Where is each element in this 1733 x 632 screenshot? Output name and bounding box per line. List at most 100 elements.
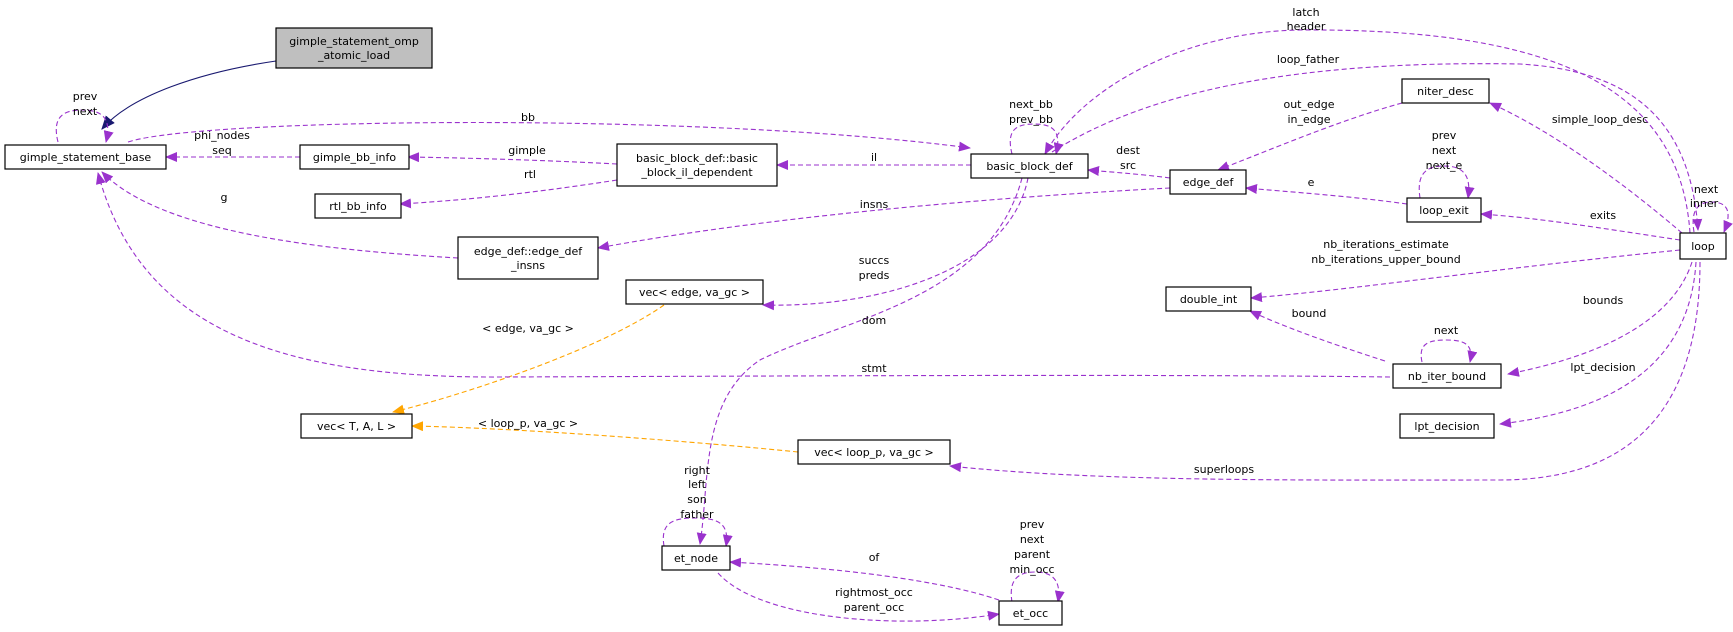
edge-loop-bbd-lh: latch header bbox=[1044, 6, 1691, 234]
edge-line bbox=[1418, 165, 1475, 199]
edge-label: phi_nodes bbox=[194, 129, 250, 142]
class-node-gimple-statement-base[interactable]: gimple_statement_base bbox=[4, 144, 167, 170]
edge-label: bb bbox=[521, 111, 535, 124]
edge-gbb-gsb: phi_nodes seq bbox=[165, 129, 300, 162]
edge-line bbox=[597, 187, 1171, 251]
class-node-label: lpt_decision bbox=[1414, 420, 1479, 433]
edge-etnode-self: right left son father bbox=[662, 464, 733, 547]
edge-line bbox=[127, 121, 971, 152]
edge-bbd-vecedge: succs preds bbox=[762, 177, 1029, 311]
edge-line bbox=[1250, 249, 1681, 303]
class-node-loop[interactable]: loop bbox=[1679, 232, 1727, 260]
class-node-label: basic_block_def bbox=[986, 160, 1073, 173]
class-node-rtl-bb-info[interactable]: rtl_bb_info bbox=[314, 193, 402, 219]
edge-label: g bbox=[221, 191, 228, 204]
edge-loop-loopexit: exits bbox=[1480, 209, 1681, 241]
edge-line bbox=[1489, 102, 1683, 234]
edge-line bbox=[762, 177, 1029, 311]
edge-label: exits bbox=[1590, 209, 1616, 222]
class-node-focus[interactable]: gimple_statement_omp_atomic_load bbox=[275, 27, 433, 69]
class-node-double-int[interactable]: double_int bbox=[1165, 286, 1252, 312]
edge-label: loop_father bbox=[1277, 53, 1340, 66]
edge-line bbox=[1480, 209, 1681, 241]
class-node-edge-def-insns[interactable]: edge_def::edge_def_insns bbox=[457, 236, 599, 280]
class-node-box bbox=[970, 153, 1089, 179]
edge-label: header bbox=[1287, 20, 1326, 33]
edge-veclp-vectal: < loop_p, va_gc > bbox=[411, 417, 799, 453]
class-node-box bbox=[1392, 363, 1502, 389]
edge-gsb-self: prev next bbox=[55, 90, 114, 143]
class-node-box bbox=[616, 143, 778, 187]
class-node-box bbox=[1406, 197, 1482, 223]
edge-gsb-bbd: bb bbox=[127, 111, 971, 152]
class-node-box bbox=[1169, 169, 1247, 195]
edge-label: parent_occ bbox=[844, 601, 904, 614]
edge-label: gimple bbox=[508, 144, 546, 157]
class-node-vec-t-a-l[interactable]: vec< T, A, L > bbox=[300, 413, 413, 439]
class-node-label: _insns bbox=[510, 259, 545, 272]
edge-edge-bbd: dest src bbox=[1087, 144, 1171, 179]
edge-label: seq bbox=[212, 144, 231, 157]
class-node-label: loop_exit bbox=[1419, 204, 1469, 217]
edge-line bbox=[662, 517, 733, 547]
class-node-label: rtl_bb_info bbox=[329, 200, 387, 213]
edge-line bbox=[399, 179, 618, 209]
class-node-box bbox=[314, 193, 402, 219]
edge-line bbox=[96, 172, 1391, 378]
class-node-gimple-bb-info[interactable]: gimple_bb_info bbox=[299, 144, 410, 170]
class-node-nb-iter-bound[interactable]: nb_iter_bound bbox=[1392, 363, 1502, 389]
edge-loopexit-edge: e bbox=[1245, 176, 1408, 205]
edge-vecedge-vectal: < edge, va_gc > bbox=[392, 304, 665, 415]
class-node-label: nb_iter_bound bbox=[1408, 370, 1486, 383]
class-node-label: edge_def bbox=[1183, 176, 1235, 189]
class-node-et-occ[interactable]: et_occ bbox=[998, 600, 1063, 626]
class-node-label: vec< loop_p, va_gc > bbox=[814, 446, 934, 459]
edge-label: next bbox=[1432, 144, 1457, 157]
class-node-box bbox=[4, 144, 167, 170]
class-node-label: et_node bbox=[674, 552, 718, 565]
class-node-vec-edge-va-gc[interactable]: vec< edge, va_gc > bbox=[625, 279, 764, 305]
edge-line bbox=[407, 152, 618, 165]
class-node-basic-block-def[interactable]: basic_block_def bbox=[970, 153, 1089, 179]
edge-label: in_edge bbox=[1287, 113, 1330, 126]
edge-bbd-etnode: dom bbox=[696, 177, 1023, 545]
edge-line bbox=[101, 171, 459, 259]
class-node-label: loop bbox=[1691, 240, 1715, 253]
edge-bbd-bbil: il bbox=[776, 151, 971, 170]
edge-bbil-gbb: gimple bbox=[407, 144, 618, 165]
edge-line bbox=[411, 421, 799, 453]
edge-line bbox=[1420, 339, 1478, 363]
edge-line bbox=[1044, 29, 1691, 234]
edge-label: prev bbox=[73, 90, 98, 103]
edge-label: lpt_decision bbox=[1570, 361, 1635, 374]
edge-label: simple_loop_desc bbox=[1552, 113, 1648, 126]
class-node-box bbox=[457, 236, 599, 280]
edge-loop-niter: simple_loop_desc bbox=[1489, 102, 1683, 234]
class-node-vec-loop-p-va-gc[interactable]: vec< loop_p, va_gc > bbox=[797, 439, 951, 465]
edge-label: nb_iterations_estimate bbox=[1323, 238, 1449, 251]
class-node-lpt-decision[interactable]: lpt_decision bbox=[1399, 413, 1495, 439]
edge-bbil-rtl: rtl bbox=[399, 168, 618, 209]
edge-label: next bbox=[1020, 533, 1045, 546]
class-node-basic-block-il-dependent[interactable]: basic_block_def::basic_block_il_dependen… bbox=[616, 143, 778, 187]
class-node-niter-desc[interactable]: niter_desc bbox=[1401, 78, 1490, 104]
edge-loop-lptd: lpt_decision bbox=[1499, 261, 1697, 428]
class-node-edge-def[interactable]: edge_def bbox=[1169, 169, 1247, 195]
class-node-label: _atomic_load bbox=[317, 49, 390, 62]
edge-line bbox=[1692, 201, 1733, 233]
class-node-et-node[interactable]: et_node bbox=[661, 545, 731, 571]
edge-line bbox=[392, 304, 665, 415]
edge-loop-veclp: superloops bbox=[949, 261, 1701, 481]
class-node-box bbox=[299, 144, 410, 170]
edge-label: bounds bbox=[1583, 294, 1624, 307]
edge-label: < loop_p, va_gc > bbox=[478, 417, 578, 430]
class-node-loop-exit[interactable]: loop_exit bbox=[1406, 197, 1482, 223]
class-node-box bbox=[625, 279, 764, 305]
class-node-label: vec< edge, va_gc > bbox=[639, 286, 750, 299]
edge-label: il bbox=[871, 151, 877, 164]
edge-line bbox=[1217, 102, 1403, 171]
edge-label: latch bbox=[1292, 6, 1319, 19]
edge-label: son bbox=[687, 493, 706, 506]
edge-label: insns bbox=[860, 198, 889, 211]
edge-label: inner bbox=[1690, 197, 1719, 210]
